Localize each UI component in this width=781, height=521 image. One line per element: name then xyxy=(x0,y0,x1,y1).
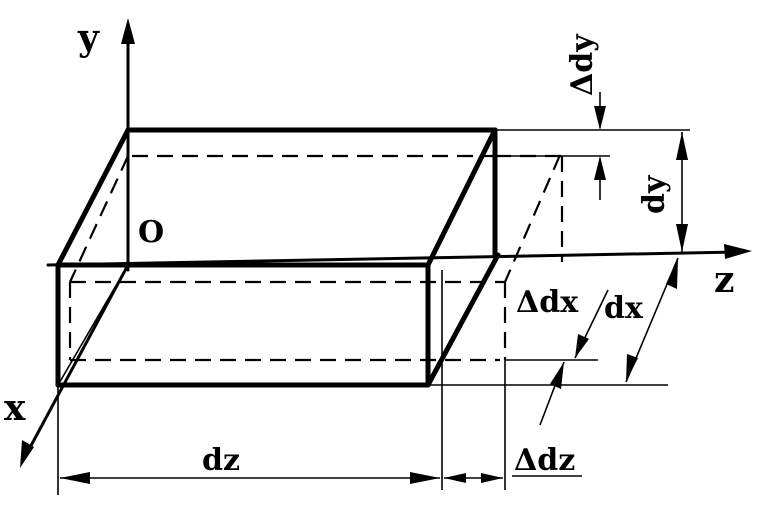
y-axis-label: y xyxy=(77,17,100,59)
box-hidden-bottom-left xyxy=(57,264,129,386)
delta-dy-arrow-down xyxy=(594,106,606,130)
deformed-top-left-edge xyxy=(69,155,129,283)
box-top-right-edge xyxy=(425,127,498,268)
delta-dx-arrow-down xyxy=(575,334,589,358)
origin-label: O xyxy=(138,215,164,250)
dimension-lines xyxy=(57,92,690,495)
diagram-labels: y z x O dz Δdz Δdx dx dy Δdy xyxy=(4,17,734,478)
dy-arrow-top xyxy=(676,132,688,160)
original-element-box xyxy=(55,127,501,388)
dx-arrow-bottom xyxy=(626,354,638,382)
delta-dx-label: Δdx xyxy=(516,285,579,320)
delta-dy-arrow-up xyxy=(594,156,606,180)
x-axis-arrowhead xyxy=(20,440,34,468)
y-axis-arrowhead xyxy=(121,18,135,44)
z-axis-label: z xyxy=(714,259,734,301)
deformed-right-top-edge xyxy=(503,154,562,283)
dz-arrow-right xyxy=(410,472,440,484)
box-top-left-edge xyxy=(55,127,131,268)
delta-dz-label: Δdz xyxy=(514,443,575,478)
dy-label: dy xyxy=(637,174,672,214)
dx-arrow-top xyxy=(666,258,678,289)
dy-arrow-bottom xyxy=(676,224,688,252)
z-axis-arrowhead xyxy=(724,244,752,259)
coordinate-axes xyxy=(20,18,752,468)
delta-dz-arrow-right xyxy=(481,473,503,483)
delta-dz-arrow-left xyxy=(444,473,466,483)
box-bottom-right-edge xyxy=(425,252,501,388)
x-axis-label: x xyxy=(4,387,26,429)
delta-dx-arrow-up xyxy=(550,362,564,389)
dz-label: dz xyxy=(202,443,240,478)
dx-label: dx xyxy=(604,291,644,326)
dz-arrow-left xyxy=(60,472,90,484)
delta-dy-label: Δdy xyxy=(565,33,600,96)
